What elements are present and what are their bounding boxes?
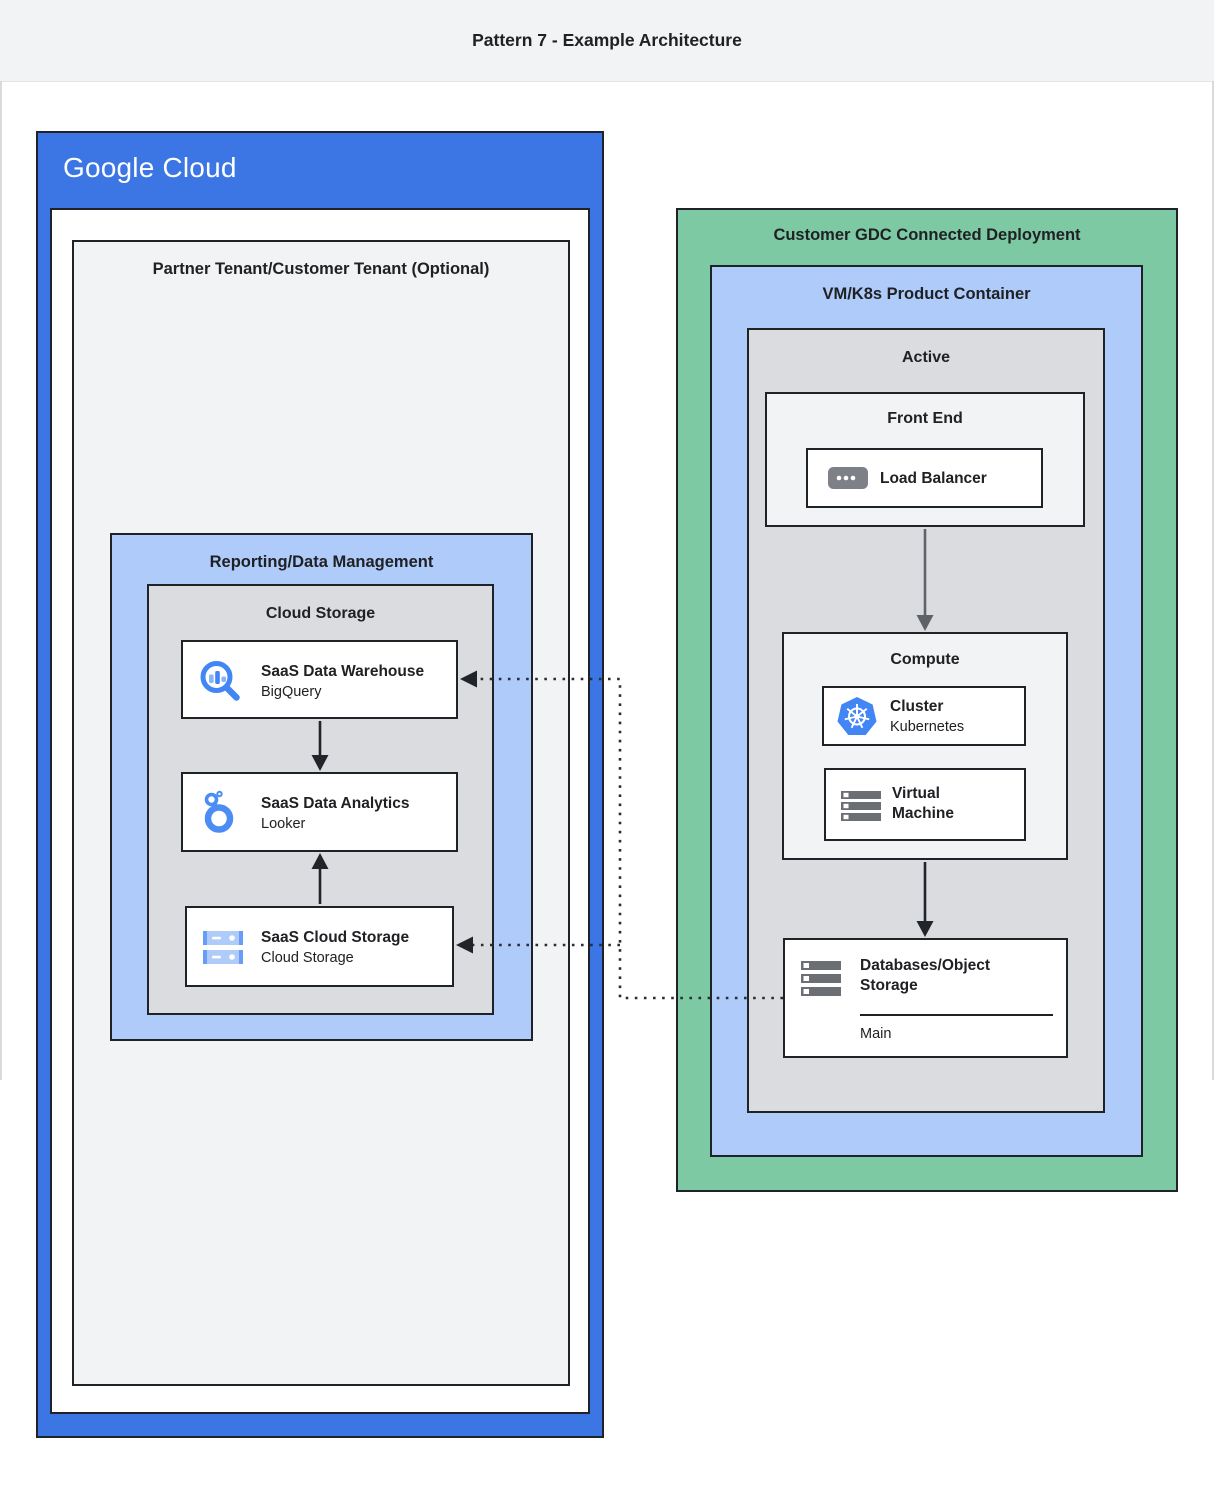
databases-object-storage-node: Databases/Object Storage Main — [783, 938, 1068, 1058]
saas-cloud-storage-title: SaaS Cloud Storage — [261, 929, 410, 946]
customer-gdc-title: Customer GDC Connected Deployment — [773, 226, 1081, 244]
saas-data-warehouse-title: SaaS Data Warehouse — [261, 663, 425, 680]
google-cloud-logo: Google Cloud — [63, 152, 237, 183]
reporting-data-management-zone: Reporting/Data Management Cloud Storage — [110, 533, 533, 1041]
reporting-title: Reporting/Data Management — [209, 553, 434, 571]
cloud-storage-icon — [201, 930, 245, 971]
saas-data-warehouse-node: SaaS Data Warehouse BigQuery — [181, 640, 458, 719]
saas-data-warehouse-subtitle: BigQuery — [261, 684, 322, 700]
load-balancer-node: Load Balancer — [806, 448, 1043, 508]
load-balancer-title: Load Balancer — [880, 470, 987, 487]
page-title: Pattern 7 - Example Architecture — [472, 30, 742, 50]
customer-gdc-zone: Customer GDC Connected Deployment VM/K8s… — [676, 208, 1178, 1192]
databases-main-label: Main — [860, 1026, 892, 1042]
saas-data-analytics-title: SaaS Data Analytics — [261, 795, 410, 812]
google-cloud-inner-panel: Partner Tenant/Customer Tenant (Optional… — [50, 208, 590, 1414]
front-end-title: Front End — [887, 410, 963, 427]
google-cloud-zone: Google Cloud Partner Tenant/Customer Ten… — [36, 131, 604, 1438]
saas-data-analytics-node: SaaS Data Analytics Looker — [181, 772, 458, 852]
virtual-machine-title: Virtual Machine — [892, 785, 955, 822]
bigquery-icon — [197, 658, 241, 707]
load-balancer-icon — [828, 467, 868, 494]
cloud-storage-zone: Cloud Storage — [147, 584, 494, 1015]
saas-cloud-storage-subtitle: Cloud Storage — [261, 950, 354, 966]
title-bar: Pattern 7 - Example Architecture — [0, 0, 1214, 82]
right-edge-line — [1212, 81, 1214, 1080]
compute-title: Compute — [890, 651, 960, 668]
saas-data-analytics-subtitle: Looker — [261, 816, 306, 832]
cloud-storage-zone-title: Cloud Storage — [265, 605, 376, 622]
looker-icon — [199, 790, 243, 839]
databases-divider — [860, 1014, 1053, 1016]
partner-tenant-title: Partner Tenant/Customer Tenant (Optional… — [152, 260, 490, 278]
cluster-title: Cluster — [890, 698, 944, 715]
kubernetes-icon — [835, 695, 879, 744]
vm-k8s-title: VM/K8s Product Container — [822, 285, 1031, 303]
compute-zone: Compute — [782, 632, 1068, 860]
vm-k8s-product-container-zone: VM/K8s Product Container Active Front En… — [710, 265, 1143, 1157]
databases-title: Databases/Object Storage — [860, 957, 991, 994]
active-zone: Active Front End Load Ba — [747, 328, 1105, 1113]
left-edge-line — [0, 81, 2, 1080]
cluster-node: Cluster Kubernetes — [822, 686, 1026, 746]
saas-cloud-storage-node: SaaS Cloud Storage Cloud Storage — [185, 906, 454, 987]
cluster-subtitle: Kubernetes — [890, 719, 965, 735]
virtual-machine-node: Virtual Machine — [824, 768, 1026, 841]
front-end-zone: Front End Load Balancer — [765, 392, 1085, 527]
virtual-machine-icon — [840, 791, 882, 828]
database-servers-icon — [800, 960, 842, 1007]
active-title: Active — [901, 349, 951, 366]
partner-tenant-zone: Partner Tenant/Customer Tenant (Optional… — [72, 240, 570, 1386]
